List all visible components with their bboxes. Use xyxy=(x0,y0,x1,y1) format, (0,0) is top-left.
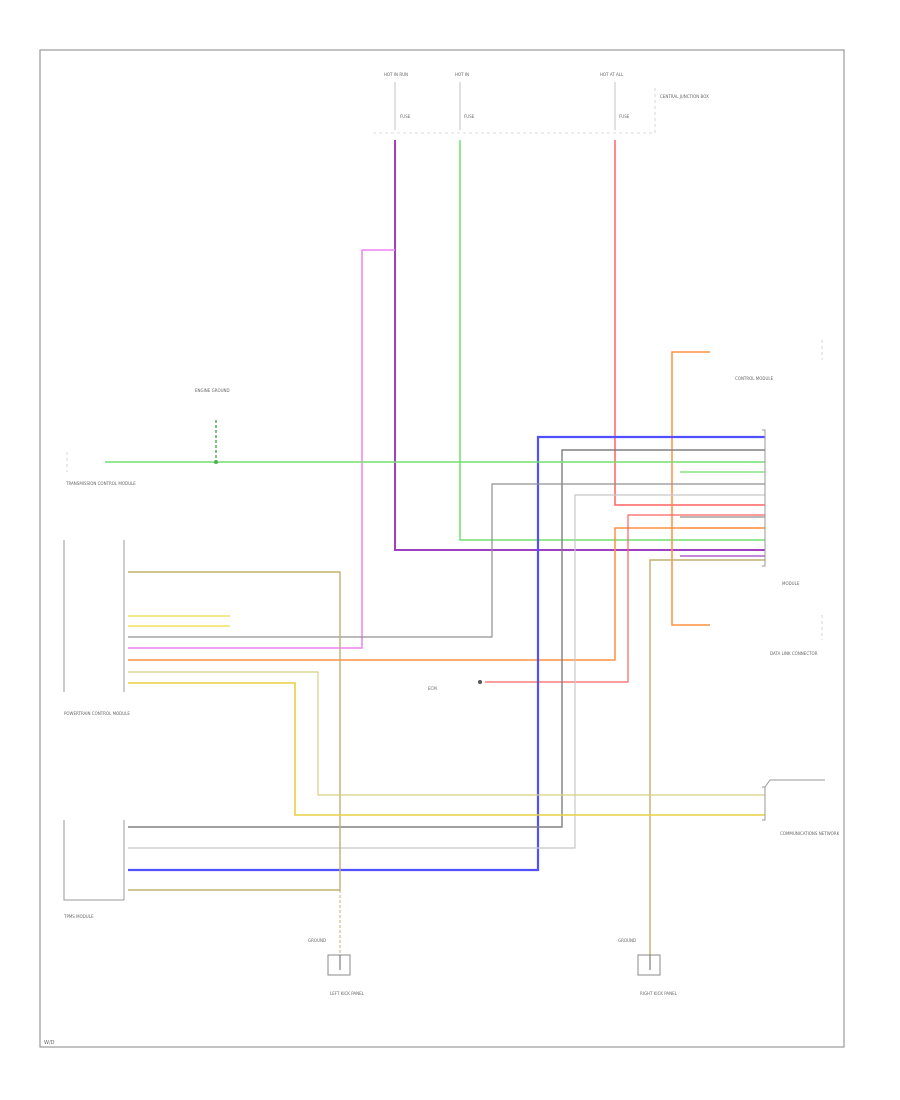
right-connector-wires xyxy=(680,471,765,557)
fuse-label-2: FUSE xyxy=(464,114,475,119)
pcm-bracket xyxy=(63,540,125,692)
wire-green-feed xyxy=(459,140,765,541)
tpms-label: TPMS MODULE xyxy=(63,914,94,919)
wire-red-2 xyxy=(485,514,765,683)
svg-text:RIGHT KICK PANEL: RIGHT KICK PANEL xyxy=(640,991,678,996)
diagram-frame xyxy=(39,49,845,1048)
hot-label-3: HOT AT ALL xyxy=(600,72,624,77)
hot-label-1: HOT IN RUN xyxy=(384,72,408,77)
central-box-label: CENTRAL JUNCTION BOX xyxy=(660,94,709,99)
ground-left: GROUND LEFT KICK PANEL xyxy=(308,938,365,996)
tpms-bracket xyxy=(63,820,125,901)
hot-label-2: HOT IN xyxy=(455,72,469,77)
footer-label: W/D xyxy=(44,1040,55,1046)
data-link-label: DATA LINK CONNECTOR xyxy=(770,651,818,656)
bottom-right-bracket xyxy=(762,779,825,821)
fuse-label-3: FUSE xyxy=(619,114,630,119)
engine-ground-label: ENGINE GROUND xyxy=(195,388,230,393)
center-ecm-label: ECM xyxy=(428,686,437,691)
wire-orange-2 xyxy=(128,527,765,661)
wire-pink xyxy=(128,249,395,649)
wire-red-feed xyxy=(614,140,765,506)
ground-right: GROUND RIGHT KICK PANEL xyxy=(618,938,678,996)
svg-text:LEFT KICK PANEL: LEFT KICK PANEL xyxy=(330,991,365,996)
top-power-block: HOT IN RUN HOT IN HOT AT ALL FUSE FUSE F… xyxy=(373,72,709,136)
wire-yellow-4 xyxy=(128,682,765,816)
tcm-label: TRANSMISSION CONTROL MODULE xyxy=(65,481,136,486)
right-module-bracket xyxy=(762,429,766,567)
wire-tan-1 xyxy=(128,571,341,891)
right-module-2-label: CONTROL MODULE xyxy=(735,376,774,381)
wire-blue xyxy=(128,435,765,872)
right-module-label: MODULE xyxy=(782,581,800,586)
svg-text:GROUND: GROUND xyxy=(618,938,636,943)
wire-purple-feed xyxy=(394,140,765,551)
wire-tan-2 xyxy=(649,559,765,955)
wire-lightgray xyxy=(128,494,765,849)
svg-text:GROUND: GROUND xyxy=(308,938,326,943)
wire-yellow-3 xyxy=(128,671,765,796)
wire-gray xyxy=(128,449,765,828)
fuse-label-1: FUSE xyxy=(400,114,411,119)
wire-gray-2 xyxy=(128,483,765,638)
bottom-right-label: COMMUNICATIONS NETWORK xyxy=(780,831,840,836)
wire-orange xyxy=(671,351,710,626)
pcm-label: POWERTRAIN CONTROL MODULE xyxy=(64,711,130,716)
